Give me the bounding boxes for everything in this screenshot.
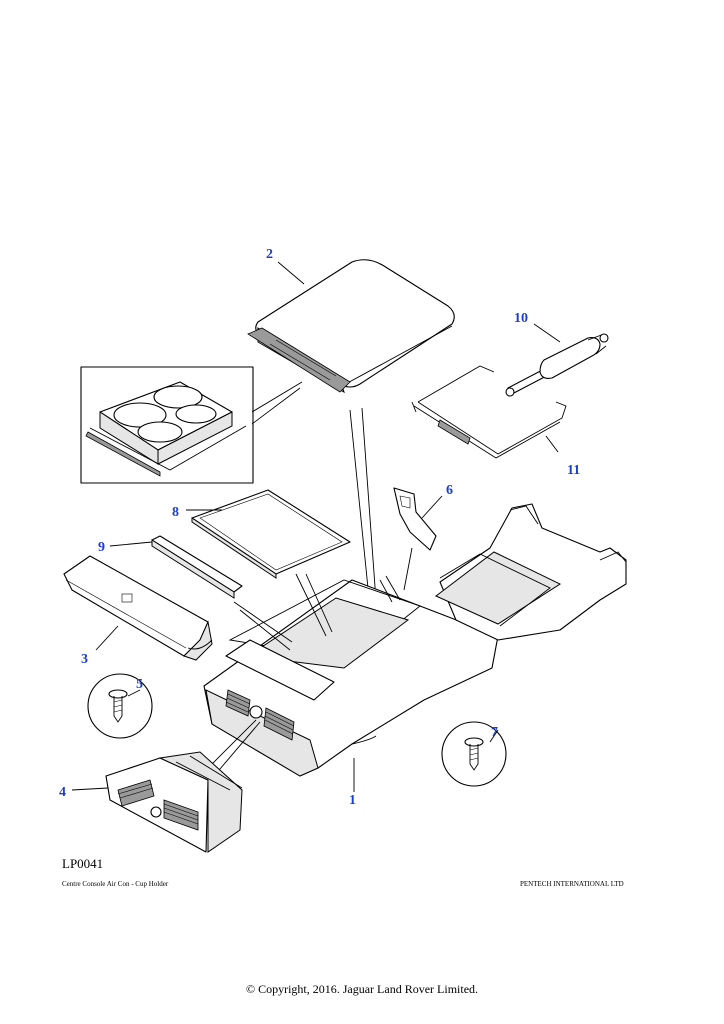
diagram-reference-code: LP0041 <box>62 856 104 871</box>
panel-part <box>191 489 351 579</box>
callout-2: 2 <box>266 247 273 262</box>
callout-leaders <box>71 261 561 792</box>
hinge-bracket-part <box>411 365 567 459</box>
callout-11: 11 <box>567 463 580 478</box>
air-vent-part <box>105 751 243 853</box>
cup-holder-inset <box>80 366 303 484</box>
assembly-leader-lines <box>205 547 413 777</box>
callout-10: 10 <box>514 311 528 326</box>
side-cover-part <box>63 555 213 661</box>
callout-6: 6 <box>446 483 453 498</box>
callout-4: 4 <box>59 785 66 800</box>
callout-7: 7 <box>491 725 498 740</box>
callout-3: 3 <box>81 652 88 667</box>
diagram-caption: Centre Console Air Con - Cup Holder <box>62 880 169 888</box>
callout-5: 5 <box>136 677 143 692</box>
strip-part <box>151 535 243 599</box>
callout-1: 1 <box>349 793 356 808</box>
bracket-part <box>393 487 437 551</box>
gas-strut-part <box>505 333 609 397</box>
publisher-caption: PENTECH INTERNATIONAL LTD <box>520 880 624 888</box>
copyright-notice: © Copyright, 2016. Jaguar Land Rover Lim… <box>245 982 479 996</box>
callout-8: 8 <box>172 505 179 520</box>
console-body-part <box>203 503 627 777</box>
callout-9: 9 <box>98 540 105 555</box>
screw-5-part <box>87 673 153 739</box>
armrest-lid-part <box>247 259 455 394</box>
screw-7-part <box>441 721 507 787</box>
